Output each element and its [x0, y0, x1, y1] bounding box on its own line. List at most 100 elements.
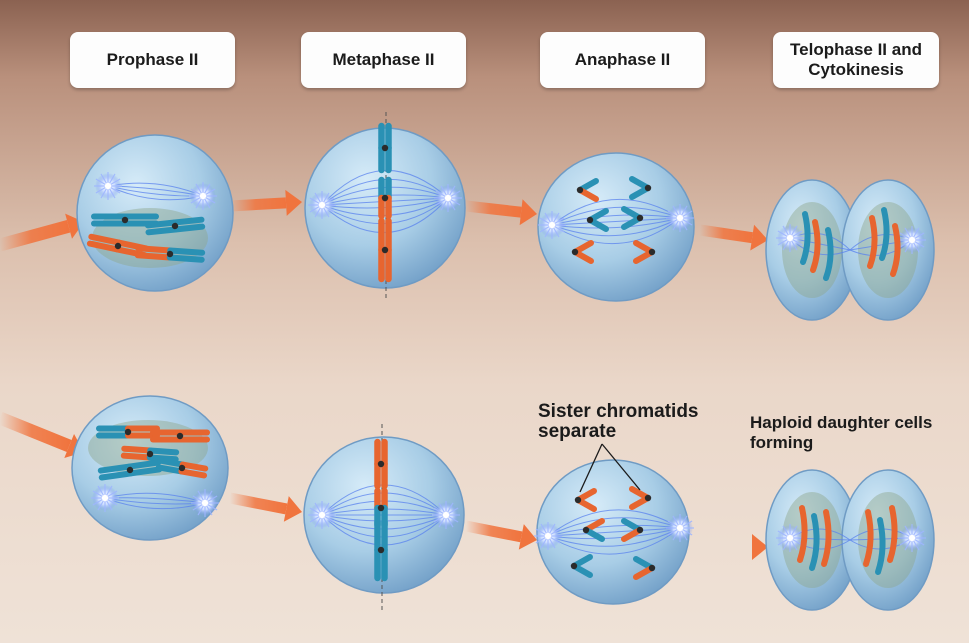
centromere — [381, 246, 389, 254]
chromatid-arm — [98, 470, 134, 481]
centromere — [636, 214, 644, 222]
cell-membrane — [841, 179, 935, 321]
centromere — [377, 504, 385, 512]
centrosome — [898, 226, 926, 254]
centromere — [381, 144, 389, 152]
cell-prophase-ii-top — [76, 134, 234, 292]
centromere — [648, 564, 656, 572]
chromatid-arm — [145, 226, 179, 236]
centrosome — [534, 522, 562, 550]
arrow-layer — [0, 189, 768, 560]
centrosome — [666, 514, 694, 542]
separated-chromatid — [629, 486, 652, 510]
cell-anaphase-ii-top — [537, 152, 695, 302]
spindle-fiber — [551, 217, 681, 229]
chromatid-arm — [120, 452, 153, 461]
phase-label-telophase-ii: Telophase II and Cytokinesis — [773, 32, 939, 88]
chromosome — [378, 122, 392, 174]
arrow-head — [518, 524, 537, 550]
centromere — [377, 546, 385, 554]
centrosome — [308, 501, 336, 529]
chromatid-arm — [172, 223, 206, 233]
transition-arrow — [699, 224, 768, 251]
spindle-fiber — [551, 214, 681, 226]
spindle-fiber — [321, 197, 449, 206]
spindle-fiber — [547, 517, 681, 537]
arrow-shaft — [464, 520, 523, 543]
chromatid-arm — [166, 254, 205, 263]
centromere — [570, 562, 578, 570]
chromosome — [96, 425, 160, 439]
cell-metaphase-ii-top — [304, 112, 466, 298]
transition-arrow — [700, 534, 768, 560]
centromere — [574, 496, 582, 504]
annotation-pointer-line — [579, 443, 603, 493]
centromere — [644, 184, 652, 192]
spindle-fiber — [547, 527, 681, 555]
transition-arrow — [0, 213, 84, 252]
centromere — [586, 216, 594, 224]
arrow-shaft — [0, 219, 71, 252]
chromosome — [120, 445, 180, 463]
centriole — [548, 221, 556, 229]
separated-chromatid — [576, 178, 599, 202]
centrosome — [191, 489, 219, 517]
chromatid-arm — [167, 247, 206, 256]
separated-chromatid — [570, 554, 593, 578]
chromatid-arm — [126, 459, 162, 470]
phase-label-metaphase-ii: Metaphase II — [301, 32, 466, 88]
decondensing-chromosome — [810, 219, 821, 273]
transition-arrow — [228, 492, 302, 522]
chromatid-arm — [134, 252, 173, 261]
spindle-fibers — [551, 198, 681, 245]
decondensing-chromosome — [863, 509, 874, 567]
spindle-fiber — [551, 198, 681, 226]
chromosome — [374, 518, 388, 582]
decondensing-chromosome — [890, 223, 901, 277]
phase-label-anaphase-ii: Anaphase II — [540, 32, 705, 88]
separated-chromatid — [633, 240, 656, 264]
arrow-head — [283, 496, 302, 522]
centrosome — [308, 191, 336, 219]
centrosome — [189, 182, 217, 210]
chromatid-arm — [88, 233, 122, 246]
centromere — [126, 466, 134, 474]
centromere — [648, 248, 656, 256]
centrosome — [666, 204, 694, 232]
centrosome — [91, 484, 119, 512]
chromatid-arm — [121, 445, 154, 454]
decondensing-chromosome — [821, 509, 832, 567]
centromere — [377, 460, 385, 468]
decondensing-chromosome — [823, 227, 834, 281]
separated-chromatid — [621, 518, 644, 542]
centriole — [786, 534, 794, 542]
spindle-fiber — [551, 217, 681, 226]
arrow-head — [752, 534, 768, 560]
centromere — [571, 248, 579, 256]
transition-arrow — [464, 520, 537, 550]
chromatid-arm — [156, 457, 186, 468]
chromosome — [144, 216, 206, 236]
centromere — [576, 186, 584, 194]
chromosome — [374, 438, 388, 490]
centriole — [318, 201, 326, 209]
centromere — [381, 194, 389, 202]
chromosome — [134, 245, 206, 263]
centromere — [124, 428, 132, 436]
transition-arrow — [465, 199, 537, 226]
decondensing-chromosome — [879, 207, 890, 261]
chromatid-arm — [144, 219, 178, 229]
arrow-shaft — [229, 197, 287, 212]
separated-chromatid — [621, 206, 644, 230]
chromosome — [150, 429, 210, 443]
cell-anaphase-ii-bottom — [534, 459, 694, 605]
spindle-fiber — [551, 217, 681, 245]
separated-chromatid — [633, 556, 656, 580]
centromere — [176, 432, 184, 440]
phase-label-prophase-ii: Prophase II — [70, 32, 235, 88]
nuclear-envelope-remnant — [858, 492, 918, 588]
centrosome — [776, 524, 804, 552]
arrow-shaft — [465, 200, 522, 218]
